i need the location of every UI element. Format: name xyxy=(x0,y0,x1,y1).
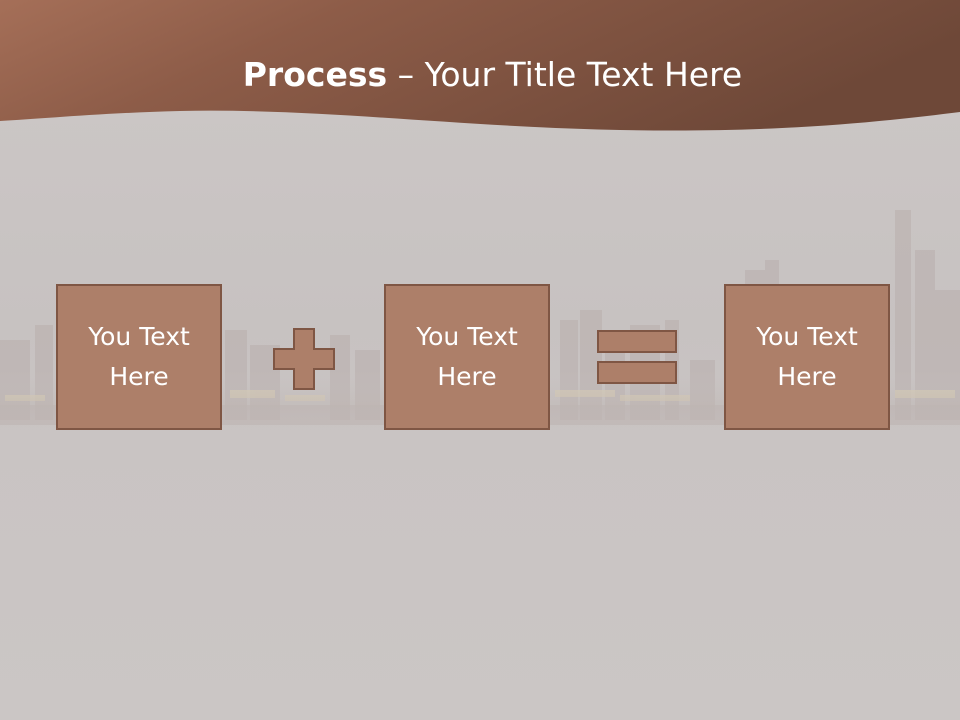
title-bold-word: Process xyxy=(242,55,388,94)
slide-title: Process – Your Title Text Here xyxy=(0,52,960,98)
process-box-2: You Text Here xyxy=(384,284,550,430)
process-box-3: You Text Here xyxy=(724,284,890,430)
header-banner xyxy=(0,0,960,131)
process-box-2-text: You Text Here xyxy=(416,322,518,391)
process-box-1-text: You Text Here xyxy=(88,322,190,391)
process-box-3-text: You Text Here xyxy=(756,322,858,391)
equals-icon xyxy=(597,330,677,384)
process-box-1: You Text Here xyxy=(56,284,222,430)
plus-icon xyxy=(273,328,335,390)
title-rest: – Your Title Text Here xyxy=(387,55,743,94)
